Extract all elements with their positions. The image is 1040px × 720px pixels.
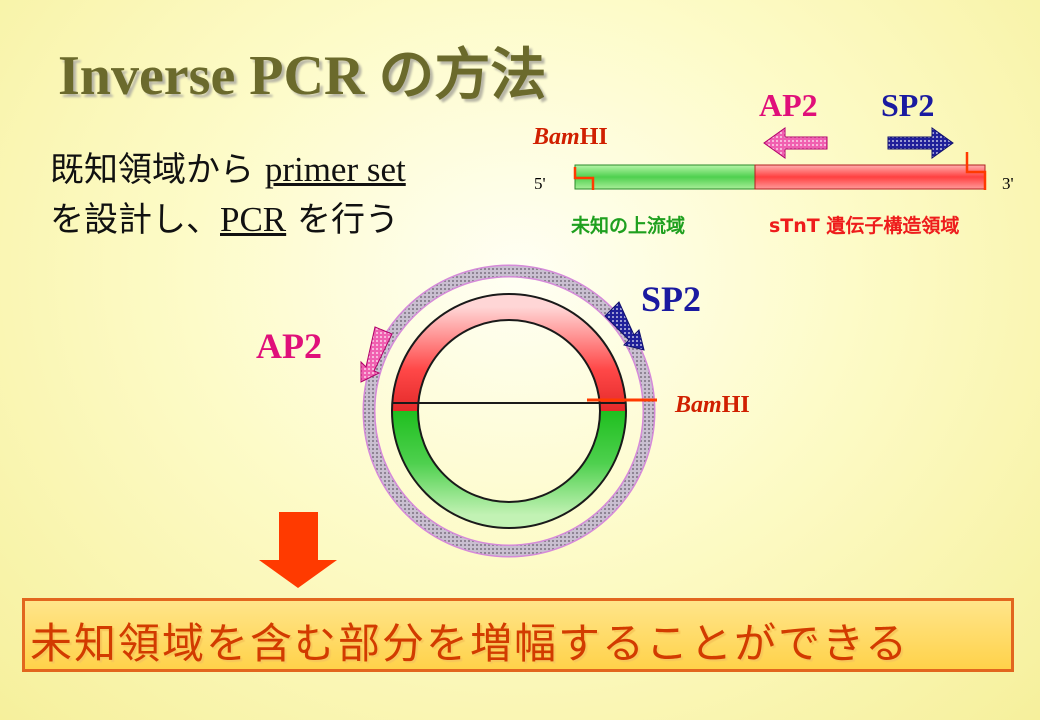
ring-outline-inner: [417, 319, 601, 503]
page-title: Inverse PCR の方法: [58, 45, 547, 107]
ap2-arrow-linear: [763, 127, 828, 159]
result-text: 未知領域を含む部分を増幅することができる: [30, 619, 910, 668]
ap2-label-circle: AP2: [256, 326, 322, 366]
upstream-region-label: 未知の上流域: [570, 214, 685, 237]
ap2-label-linear: AP2: [759, 87, 818, 123]
bamhi-label-circle: BamHI: [674, 392, 750, 418]
stnt-gene-bar: [754, 164, 986, 190]
gene-region-label: sTnT 遺伝子構造領域: [769, 214, 959, 237]
bamhi-site-left: [573, 167, 595, 190]
description-text: 既知領域から: [50, 150, 265, 190]
bamhi-label-linear: BamHI: [532, 124, 608, 150]
description-line-1: 既知領域から primer set: [50, 142, 406, 191]
sp2-arrow-linear: [887, 127, 954, 159]
five-prime-label: 5': [534, 174, 546, 193]
unknown-upstream-bar: [574, 164, 756, 190]
description-line-2: を設計し、PCR を行う: [50, 192, 399, 241]
primer-set-text: primer set: [264, 150, 406, 189]
circularized-dna-ring: [392, 294, 626, 528]
pcr-product-ring: [364, 266, 654, 556]
sp2-label-linear: SP2: [881, 87, 934, 123]
sp2-arrow-circle: [604, 301, 645, 351]
ap2-arrow-circle: [360, 326, 393, 383]
description-text: を設計し、: [50, 200, 220, 240]
bamhi-site-right: [965, 152, 987, 190]
pcr-text: PCR: [220, 200, 287, 239]
ring-outline-outer: [391, 293, 627, 529]
result-box: [22, 598, 1014, 672]
three-prime-label: 3': [1002, 174, 1014, 193]
description-text: を行う: [286, 200, 399, 240]
down-arrow-icon: [259, 512, 337, 588]
sp2-label-circle: SP2: [641, 279, 701, 319]
